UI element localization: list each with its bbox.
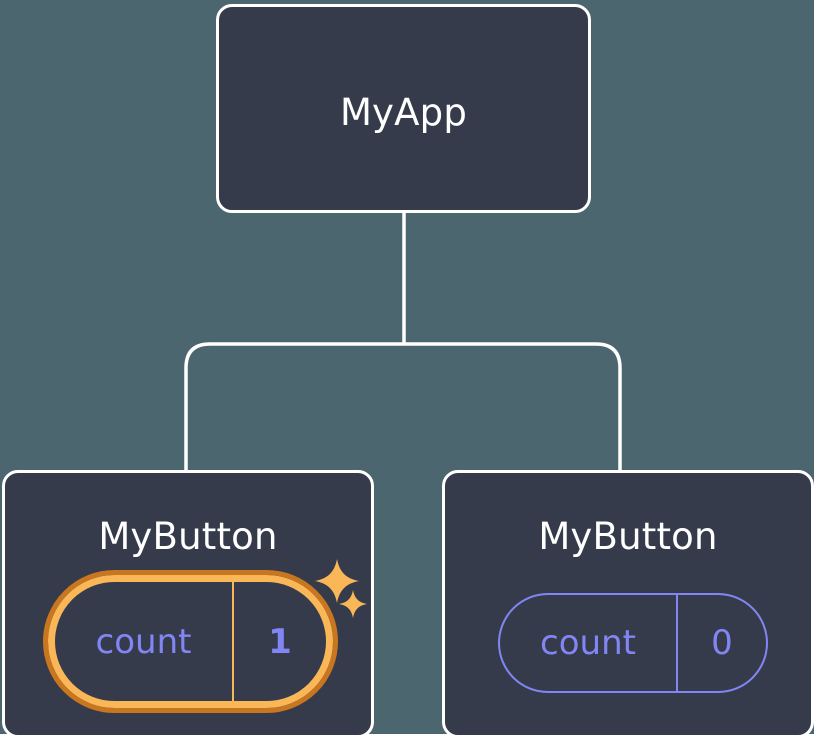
state-divider-left	[232, 582, 234, 701]
state-divider-right	[676, 595, 678, 691]
state-pill-right[interactable]: count 0	[498, 593, 768, 693]
node-mybutton-left[interactable]: MyButton count 1	[2, 470, 374, 738]
node-myapp[interactable]: MyApp	[216, 4, 591, 213]
state-key-left: count	[95, 621, 192, 662]
state-value-right: 0	[711, 623, 733, 663]
state-key-right: count	[540, 623, 636, 663]
node-mybutton-right-label: MyButton	[538, 515, 718, 558]
node-myapp-label: MyApp	[339, 91, 468, 134]
state-pill-left[interactable]: count 1	[43, 570, 338, 713]
state-value-left: 1	[268, 621, 292, 662]
connector-branch-bar	[184, 342, 622, 472]
node-mybutton-left-label: MyButton	[98, 515, 278, 558]
node-mybutton-right[interactable]: MyButton count 0	[442, 470, 814, 738]
